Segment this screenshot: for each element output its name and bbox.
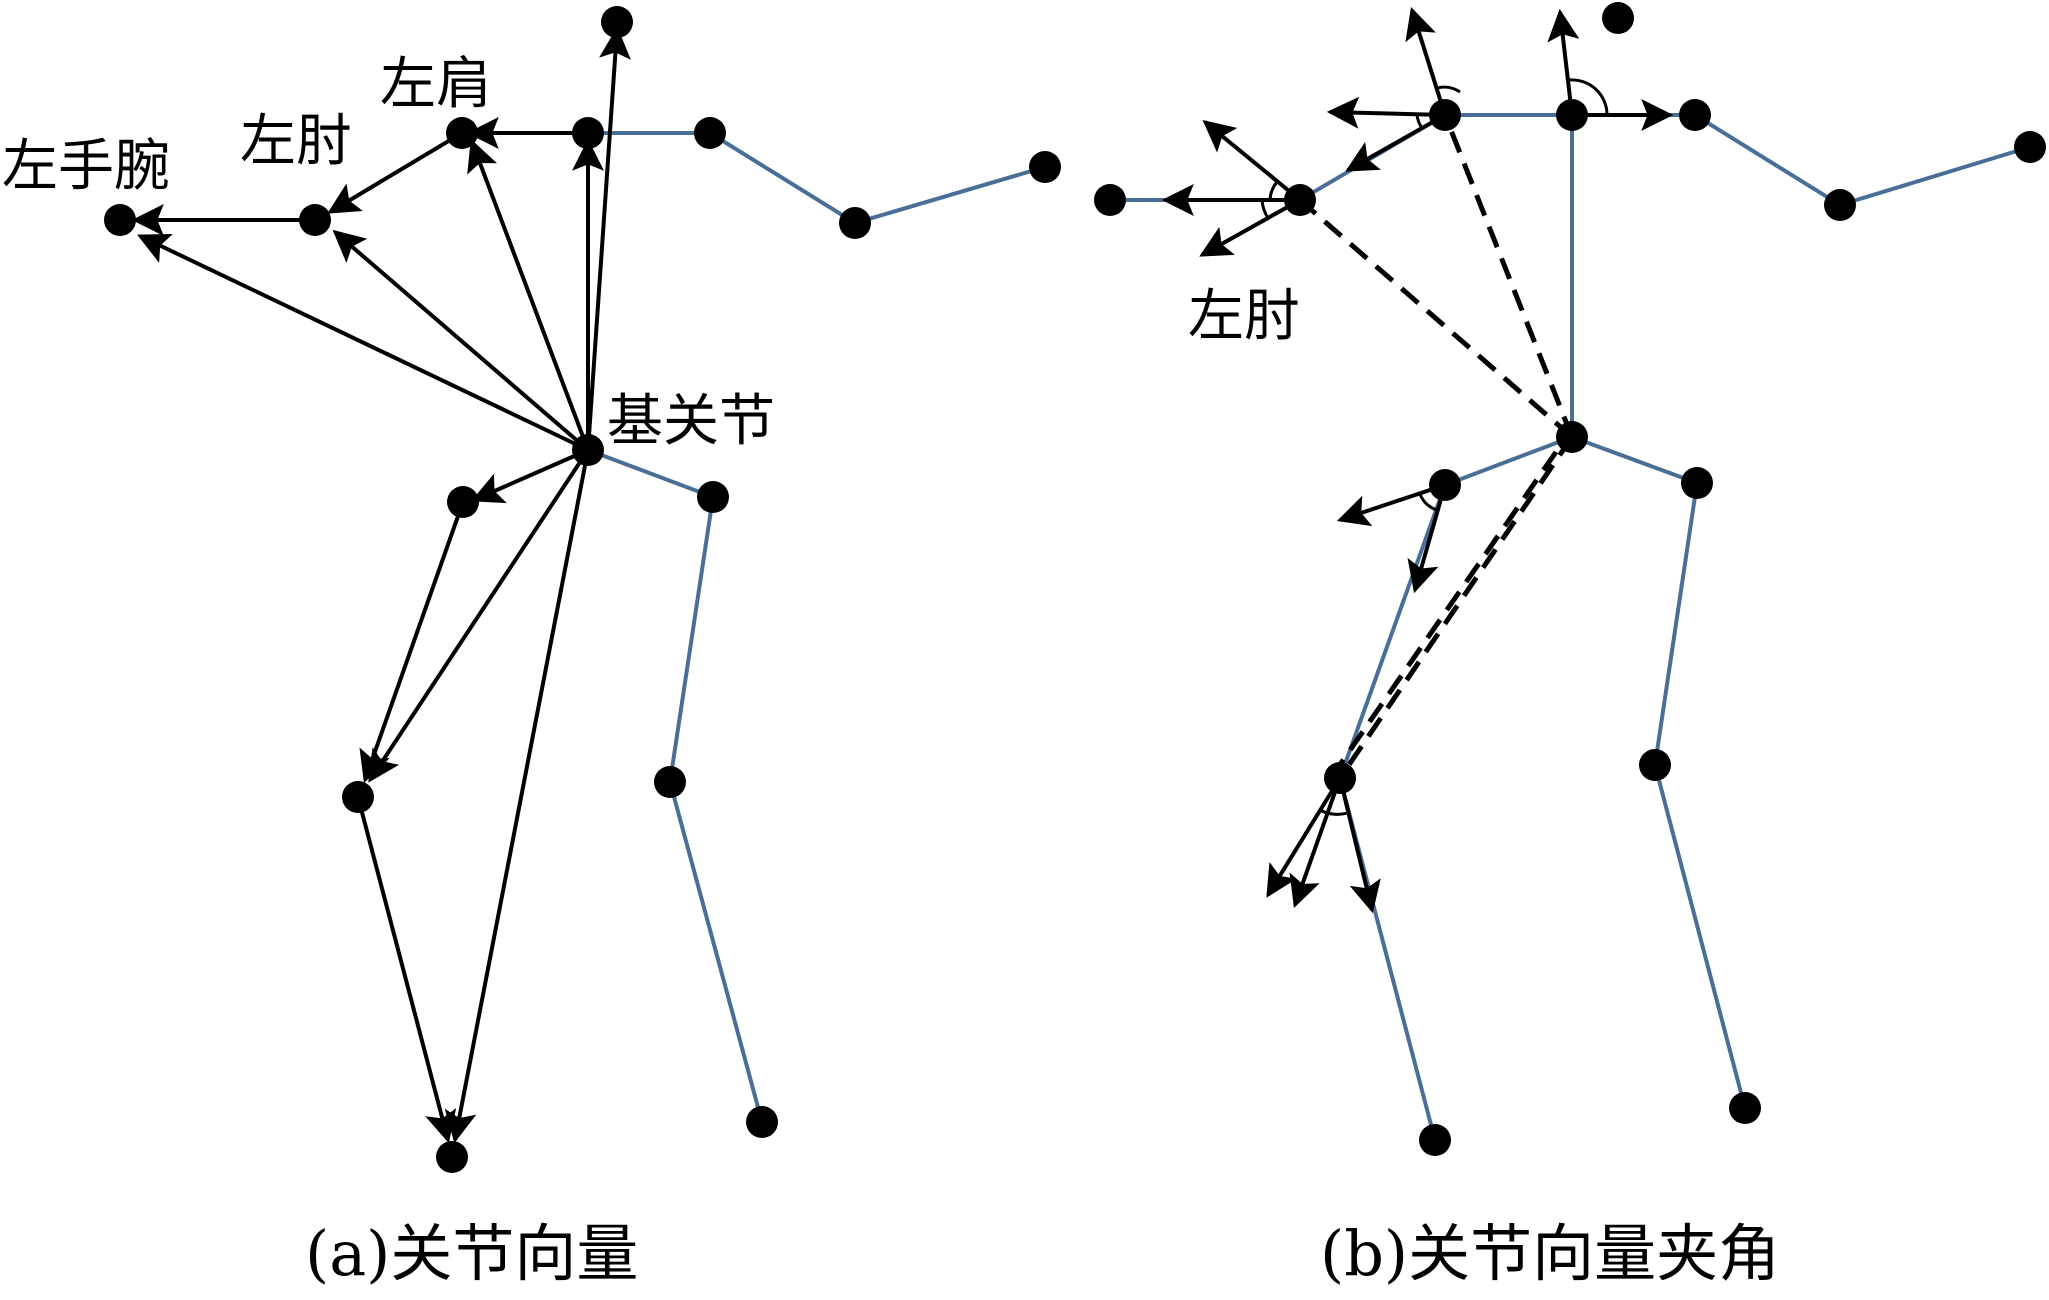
label-base-joint: 基关节 [607, 389, 775, 454]
panel-a: 左手腕 左肘 左肩 基关节 (a)关节向量 [2, 6, 1061, 1290]
vector-base-to-shoulder [467, 139, 590, 451]
vector-base-to-elbow [332, 229, 590, 452]
label-left-elbow: 左肘 [240, 109, 352, 174]
hip-vector-left [1336, 483, 1446, 527]
b-joint-left-elbow [1284, 184, 1316, 216]
dashed-base-to-elbow [1298, 198, 1574, 439]
panel-b-skeleton [1110, 113, 2031, 1141]
panel-b-dashed-vectors [1298, 114, 1575, 784]
joint-left-ankle [436, 1141, 468, 1173]
b-joint-right-elbow [1824, 189, 1856, 221]
panel-a-skeleton [587, 131, 1046, 1123]
joint-right-elbow [839, 207, 871, 239]
dashed-base-to-shoulder [1442, 114, 1575, 438]
b-joint-head [1602, 2, 1634, 34]
shoulder-angle-arc-1 [1436, 85, 1461, 94]
panel-b-vectors [1161, 6, 1674, 914]
b-joint-left-hip [1429, 469, 1461, 501]
hip-angle-arc [1418, 493, 1438, 512]
vector-base-to-knee [368, 448, 590, 783]
joint-base [572, 434, 604, 466]
vector-base-to-wrist [137, 233, 589, 452]
elbow-vector-down [1199, 198, 1301, 257]
shoulder-vector-left [1326, 96, 1446, 129]
dashed-base-to-knee-a [1337, 435, 1575, 780]
b-joint-left-ankle [1419, 1124, 1451, 1156]
joint-left-shoulder [446, 117, 478, 149]
vector-shoulder-to-elbow [327, 131, 464, 214]
joint-left-wrist [104, 204, 136, 236]
shoulder-vector-down [1345, 113, 1446, 172]
vector-knee-to-ankle [356, 796, 457, 1144]
joint-left-elbow [299, 204, 331, 236]
joint-left-hip [447, 486, 479, 518]
vector-base-to-hip [471, 448, 589, 504]
panel-b-angle-arcs [1260, 78, 1609, 816]
hip-vector-down [1407, 484, 1447, 594]
panel-a-joints [104, 6, 1061, 1173]
spine-angle-arc [1568, 78, 1609, 116]
joint-left-knee [342, 781, 374, 813]
knee-vector-down [1289, 777, 1342, 909]
knee-vector-down-right [1338, 777, 1381, 914]
caption-panel-b: (b)关节向量夹角 [1320, 1217, 1780, 1290]
elbow-angle-arc-2 [1260, 199, 1270, 219]
b-joint-left-shoulder [1429, 99, 1461, 131]
elbow-vector-up [1202, 119, 1302, 202]
caption-panel-a: (a)关节向量 [305, 1217, 638, 1290]
shoulder-angle-arc-2 [1415, 114, 1424, 129]
panel-a-right-arm-bone [588, 131, 1046, 226]
label-left-shoulder: 左肩 [380, 52, 492, 117]
joint-right-wrist [1029, 151, 1061, 183]
joint-right-knee [654, 766, 686, 798]
label-b-left-elbow: 左肘 [1188, 284, 1300, 349]
b-joint-left-wrist [1094, 184, 1126, 216]
joint-right-hip [697, 481, 729, 513]
knee-vector-down-left [1266, 776, 1342, 898]
panel-b: 左肘 (b)关节向量夹角 [1094, 2, 2046, 1290]
panel-b-left-arm-bone [1110, 113, 1447, 202]
b-joint-base [1556, 421, 1588, 453]
panel-b-right-arm-bone [1572, 113, 2031, 208]
b-joint-right-wrist [2014, 131, 2046, 163]
label-left-wrist: 左手腕 [2, 134, 170, 199]
spine-vector-up [1547, 8, 1580, 116]
b-joint-left-knee [1324, 762, 1356, 794]
panel-b-right-leg-bone [1571, 435, 1747, 1109]
joint-head [601, 6, 633, 38]
vector-base-to-head [586, 26, 631, 451]
joint-right-shoulder [694, 117, 726, 149]
panel-a-right-leg-bone [587, 448, 764, 1123]
panel-b-left-leg-bone [1337, 435, 1573, 1141]
b-joint-right-ankle [1729, 1092, 1761, 1124]
joint-right-ankle [746, 1106, 778, 1138]
b-joint-spine-shoulder [1556, 99, 1588, 131]
panel-a-vectors [131, 26, 631, 1144]
shoulder-vector-up [1405, 6, 1447, 116]
vector-base-to-ankle [444, 449, 590, 1144]
b-joint-right-hip [1681, 467, 1713, 499]
joint-spine-shoulder [572, 117, 604, 149]
b-joint-right-shoulder [1679, 99, 1711, 131]
vector-hip-to-knee [359, 501, 465, 784]
panel-b-joints [1094, 2, 2046, 1156]
knee-angle-arc [1319, 808, 1351, 816]
b-joint-right-knee [1639, 749, 1671, 781]
elbow-angle-arc-1 [1268, 181, 1279, 201]
